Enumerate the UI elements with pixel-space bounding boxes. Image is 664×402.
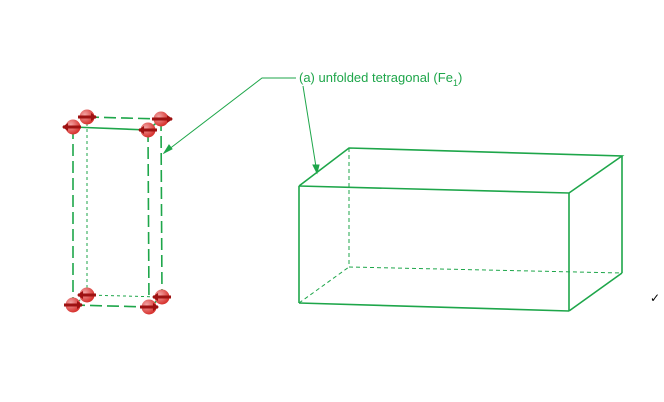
unfolded-tetragonal-box: [298, 147, 625, 312]
box-top-face: [298, 147, 625, 194]
spin-arrowhead-icon: [77, 301, 83, 309]
leader-to-large-box: [302, 85, 318, 174]
atom-top-front-right: [138, 122, 157, 138]
spin-arrowhead-icon: [62, 123, 68, 131]
spin-arrowhead-icon: [138, 126, 144, 134]
atom-bottom-back-left: [77, 287, 96, 303]
annotation-label: (a) unfolded tetragonal (Fe1): [299, 70, 462, 88]
back-right-edge: [160, 118, 163, 298]
box-hidden-bottom: [348, 266, 623, 274]
top-back-edge: [86, 116, 162, 120]
back-edge-bottom: [86, 294, 162, 298]
label-main: (a) unfolded tetragonal (Fe: [299, 70, 453, 85]
box-front-bottom: [298, 302, 570, 312]
leader-arrowhead-icon: [162, 144, 173, 155]
spin-arrowhead-icon: [91, 113, 97, 121]
front-right-edge: [147, 129, 150, 308]
spin-arrowhead-icon: [152, 293, 158, 301]
spin-arrowhead-icon: [153, 303, 159, 311]
box-hidden-diag: [298, 266, 350, 304]
leader-arrowhead-icon: [312, 164, 320, 175]
atom-top-front-left: [62, 119, 81, 135]
box-bottom-right-diag: [568, 272, 623, 312]
atom-bottom-front-left: [64, 297, 83, 313]
small-tetragonal-cell: [72, 116, 163, 308]
spin-arrowhead-icon: [77, 291, 83, 299]
spin-arrowhead-icon: [167, 115, 173, 123]
top-front-edge: [72, 126, 149, 131]
atom-top-back-right: [152, 111, 173, 127]
checkmark-icon: ✓: [650, 291, 660, 305]
bottom-front-edge: [72, 304, 150, 308]
leader-to-small-cell: [163, 77, 296, 154]
atom-bottom-back-right: [152, 289, 171, 305]
atom-top-back-left: [78, 109, 97, 125]
label-subscript: 1: [453, 78, 458, 88]
annotation-leaders: [162, 77, 320, 175]
atom-bottom-front-right: [140, 299, 159, 315]
label-close: ): [458, 70, 462, 85]
